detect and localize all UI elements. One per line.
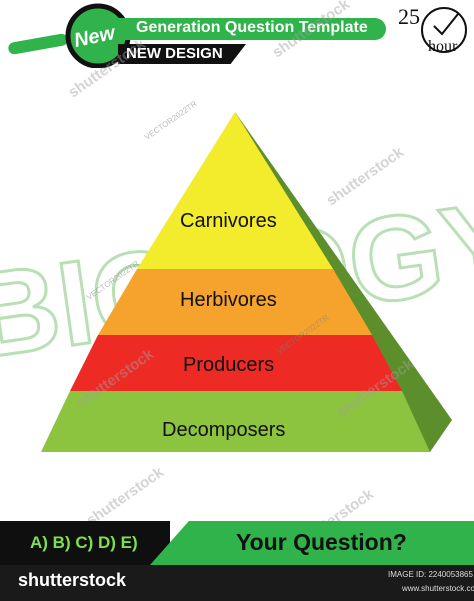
label-herbivores: Herbivores — [180, 289, 277, 311]
layer-herbivores — [98, 269, 372, 335]
site-url: www.shutterstock.com — [402, 584, 474, 593]
title-band — [118, 18, 386, 40]
label-producers: Producers — [183, 354, 275, 376]
label-carnivores: Carnivores — [180, 210, 277, 232]
layer-carnivores — [137, 112, 333, 269]
subtitle-band — [118, 44, 246, 64]
page-subtitle: NEW DESIGN — [126, 45, 223, 62]
layer-decomposers — [41, 391, 430, 452]
layer-producers — [70, 335, 402, 391]
footer-options-band — [0, 521, 170, 565]
pyramid-side-bottom — [235, 112, 452, 452]
footer-question-band — [150, 521, 474, 565]
image-id: IMAGE ID: 2240053865 — [388, 570, 473, 579]
answer-options: A) B) C) D) E) — [30, 533, 138, 552]
label-decomposers: Decomposers — [162, 419, 286, 441]
header: New Generation Question Template NEW DES… — [0, 0, 474, 68]
magnifier-handle — [8, 33, 68, 55]
brand-logo: shutterstock — [18, 570, 127, 590]
bottom-bar — [0, 565, 474, 601]
check-icon — [433, 13, 459, 36]
timer-unit: hour — [428, 38, 458, 55]
question-text: Your Question? — [236, 529, 407, 555]
timer-value: 25 — [398, 4, 420, 29]
food-pyramid: BIOLOGY — [0, 112, 474, 452]
page-title: Generation Question Template — [136, 19, 368, 36]
